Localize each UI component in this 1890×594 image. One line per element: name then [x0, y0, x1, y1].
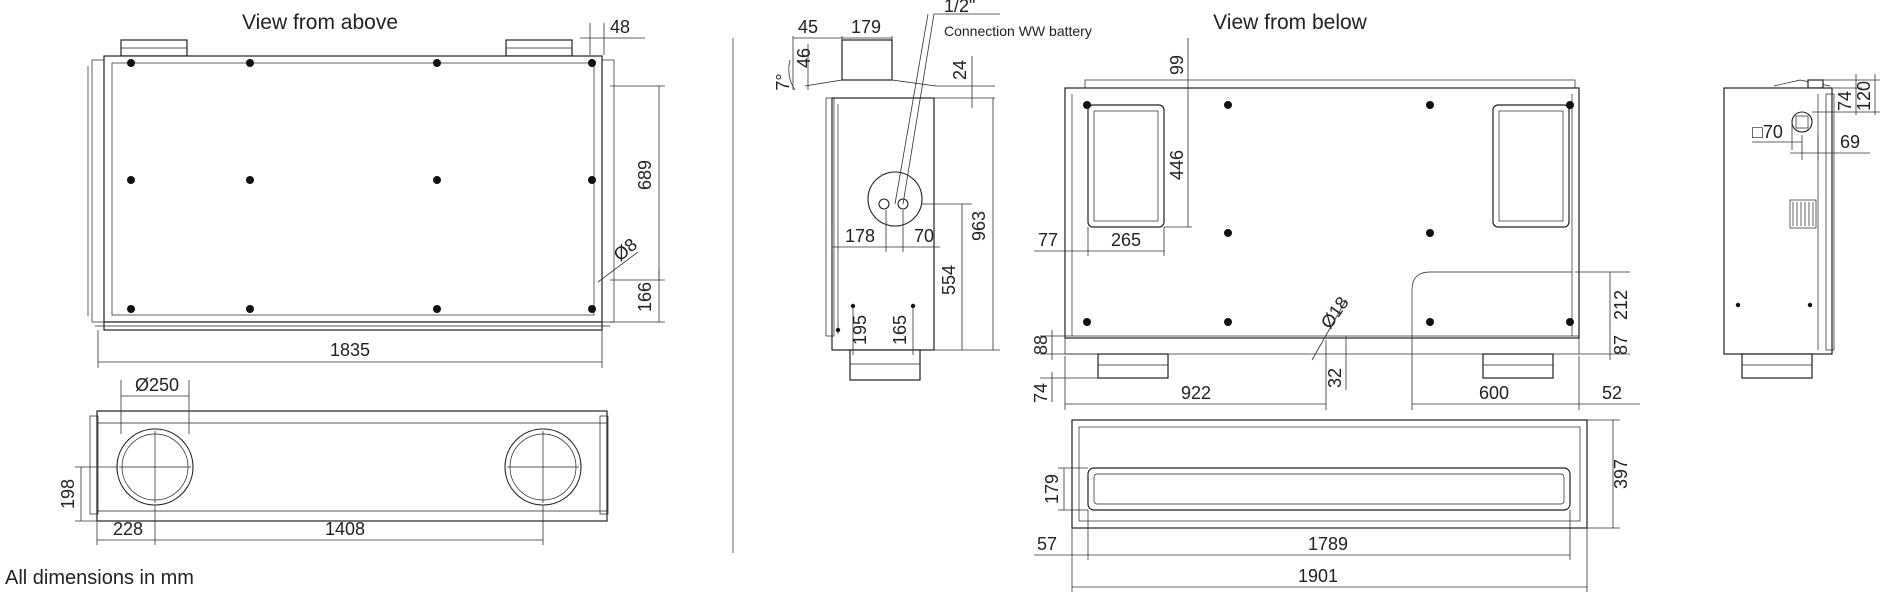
front-view: Ø250 198 228 1408 — [58, 375, 609, 545]
end-view: 74 120 □70 69 — [1723, 74, 1880, 379]
dim-24: 24 — [950, 60, 970, 80]
dim-52: 52 — [1602, 383, 1622, 403]
dim-69: 69 — [1840, 132, 1860, 152]
dim-397: 397 — [1611, 459, 1631, 489]
dim-689: 689 — [635, 160, 655, 190]
dim-120: 120 — [1854, 81, 1874, 111]
side-view: 1/2" Connection WW battery 45 179 46 7° … — [773, 0, 1092, 381]
connection-size: 1/2" — [944, 0, 975, 16]
rear-view: 179 397 57 1789 1901 — [1034, 419, 1631, 592]
mounting-points — [127, 59, 596, 313]
dim-212: 212 — [1611, 290, 1631, 320]
housing-top-view — [103, 55, 603, 323]
housing-front-view — [96, 410, 608, 522]
dim-228: 228 — [113, 519, 143, 539]
dim-46: 46 — [794, 48, 814, 68]
filter-door-right — [1492, 104, 1570, 228]
dim-198: 198 — [58, 479, 78, 509]
dim-87: 87 — [1611, 335, 1631, 355]
dim-265: 265 — [1111, 230, 1141, 250]
connection-label: Connection WW battery — [944, 23, 1092, 39]
dim-165: 165 — [890, 315, 910, 345]
dim-45: 45 — [798, 17, 818, 37]
dim-179: 179 — [851, 17, 881, 37]
dim-99: 99 — [1167, 55, 1187, 75]
ww-battery-port — [867, 171, 923, 227]
dim-166: 166 — [635, 282, 655, 312]
dim-922: 922 — [1181, 383, 1211, 403]
duct-end-view — [1741, 353, 1813, 379]
connection-pipe — [841, 39, 893, 81]
view-from-below: 99 446 77 265 Ø18 212 88 87 74 32 — [1031, 38, 1640, 410]
dim-74-end: 74 — [1835, 91, 1855, 111]
dim-179-rear: 179 — [1042, 474, 1062, 504]
view-from-above-title: View from above — [242, 11, 398, 34]
mounting-points-below — [1083, 101, 1574, 326]
duct-below-right — [1482, 353, 1554, 379]
dim-1408: 1408 — [325, 519, 365, 539]
rear-slot — [1087, 467, 1571, 511]
dim-dia-250: Ø250 — [135, 375, 179, 395]
dim-32: 32 — [1325, 368, 1345, 388]
dim-48: 48 — [610, 17, 630, 37]
dim-77: 77 — [1038, 230, 1058, 250]
view-from-below-title: View from below — [1213, 11, 1368, 34]
dim-600: 600 — [1479, 383, 1509, 403]
housing-end-view — [1723, 87, 1833, 355]
dim-88: 88 — [1031, 335, 1051, 355]
vent-grille — [1789, 199, 1817, 229]
dim-1901: 1901 — [1298, 566, 1338, 586]
filter-door-left — [1087, 104, 1165, 228]
dim-70: 70 — [914, 226, 934, 246]
dim-446: 446 — [1167, 150, 1187, 180]
units-note: All dimensions in mm — [5, 567, 194, 589]
dim-74-below: 74 — [1031, 383, 1051, 403]
duct-bottom-side — [849, 349, 921, 381]
dim-178: 178 — [845, 226, 875, 246]
dim-square-70: □70 — [1752, 122, 1783, 142]
dim-195: 195 — [850, 315, 870, 345]
dim-963: 963 — [969, 211, 989, 241]
dim-554: 554 — [939, 265, 959, 295]
dim-1835: 1835 — [330, 340, 370, 360]
housing-side-view — [831, 97, 935, 351]
duct-below-left — [1097, 353, 1169, 379]
dim-7-degrees: 7° — [773, 73, 793, 90]
dim-57: 57 — [1037, 534, 1057, 554]
dim-1789: 1789 — [1308, 534, 1348, 554]
dim-dia-8: Ø8 — [610, 234, 641, 265]
view-from-above: 48 689 166 Ø8 1835 — [87, 17, 665, 368]
